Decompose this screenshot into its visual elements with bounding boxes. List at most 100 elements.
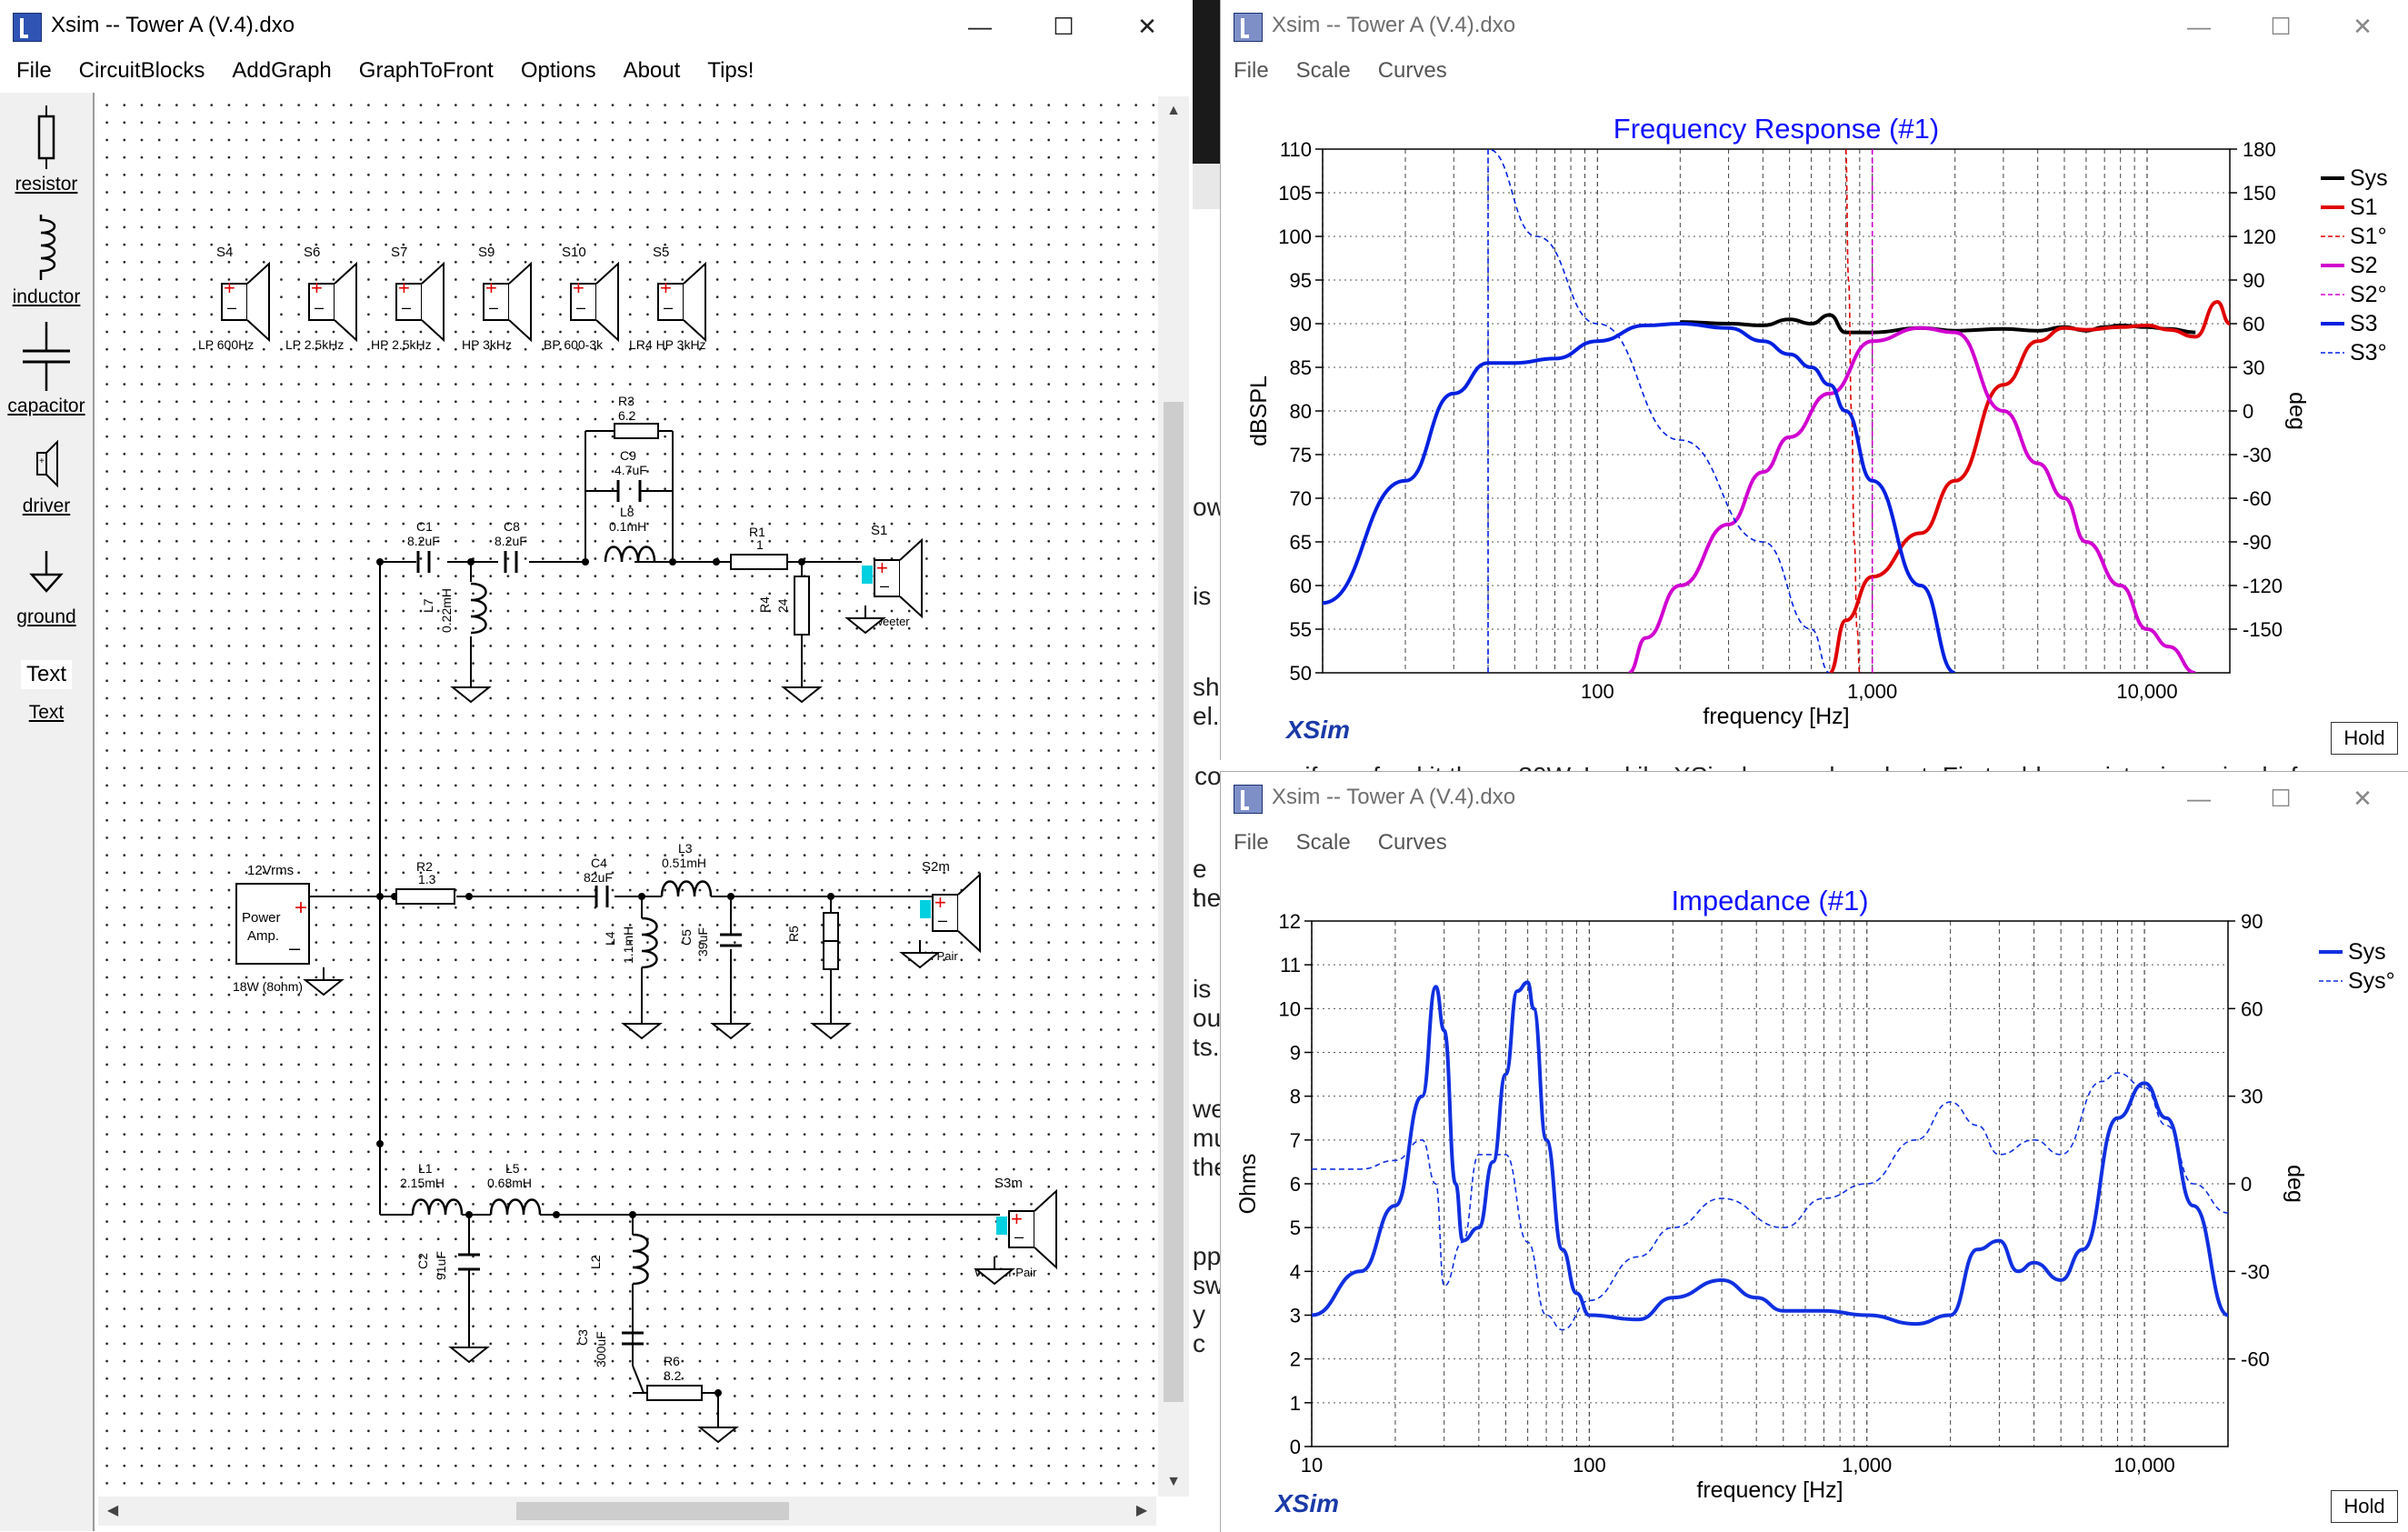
- maximize-icon[interactable]: ☐: [2270, 13, 2292, 40]
- scroll-up-icon[interactable]: ▲: [1166, 103, 1181, 118]
- menu-about[interactable]: About: [623, 58, 681, 83]
- minimize-icon[interactable]: —: [2187, 785, 2211, 812]
- wires: [309, 430, 1000, 1415]
- svg-text:+: +: [295, 896, 307, 920]
- xsim-app-icon[interactable]: [1234, 13, 1263, 42]
- maximize-icon[interactable]: ☐: [1053, 13, 1074, 40]
- hold-button[interactable]: Hold: [2331, 1490, 2398, 1523]
- scroll-left-icon[interactable]: ◀: [106, 1503, 119, 1518]
- menu-file[interactable]: File: [16, 58, 52, 83]
- minimize-icon[interactable]: —: [968, 13, 992, 40]
- chart-title: Impedance (#1): [1671, 885, 1868, 916]
- capacitor-c8[interactable]: C88.2uF: [495, 519, 527, 573]
- svg-text:R6: R6: [664, 1354, 680, 1368]
- inductor-l5[interactable]: L50.68mH: [487, 1161, 542, 1217]
- close-icon[interactable]: ✕: [2353, 785, 2373, 812]
- capacitor-c1[interactable]: C18.2uF: [407, 519, 440, 573]
- horizontal-scrollbar[interactable]: ◀ ▶: [98, 1497, 1156, 1526]
- svg-text:–: –: [1014, 1227, 1024, 1246]
- menu-curves[interactable]: Curves: [1377, 830, 1447, 855]
- tool-capacitor[interactable]: capacitor: [0, 322, 93, 417]
- menu-scale[interactable]: Scale: [1295, 830, 1351, 855]
- resistor-r5[interactable]: R5: [786, 912, 839, 970]
- close-icon[interactable]: ✕: [1137, 13, 1157, 40]
- menu-tips[interactable]: Tips!: [707, 58, 754, 83]
- legend-label: S3°: [2350, 340, 2387, 365]
- resistor-r1[interactable]: R11: [730, 525, 788, 570]
- driver-icon: +: [36, 439, 58, 488]
- inductor-l1[interactable]: L12.15mH: [400, 1161, 464, 1217]
- xsim-app-icon[interactable]: [1234, 785, 1263, 814]
- tool-driver[interactable]: + driver: [0, 436, 93, 517]
- bg-text: y c: [1193, 1300, 1205, 1357]
- menu-options[interactable]: Options: [520, 58, 596, 83]
- ground: [783, 674, 821, 703]
- scroll-thumb[interactable]: [1164, 402, 1184, 1402]
- scroll-thumb[interactable]: [516, 1502, 789, 1520]
- hold-button[interactable]: Hold: [2331, 722, 2398, 755]
- window-title: Xsim -- Tower A (V.4).dxo: [51, 13, 295, 37]
- title-bar[interactable]: Xsim -- Tower A (V.4).dxo — ☐ ✕: [1221, 772, 2408, 826]
- window-title: Xsim -- Tower A (V.4).dxo: [1272, 785, 1516, 809]
- bg-text: e t: [1193, 855, 1207, 912]
- tool-text[interactable]: Text Text: [0, 660, 93, 724]
- menu-graphtofront[interactable]: GraphToFront: [358, 58, 494, 83]
- menu-file[interactable]: File: [1234, 830, 1269, 855]
- x-tick-label: 10,000: [2113, 1454, 2174, 1477]
- svg-text:Amp.: Amp.: [247, 928, 279, 944]
- title-bar[interactable]: Xsim -- Tower A (V.4).dxo — ☐ ✕: [1221, 0, 2408, 55]
- xsim-app-icon[interactable]: [13, 13, 42, 42]
- menu-scale[interactable]: Scale: [1295, 58, 1351, 83]
- minimize-icon[interactable]: —: [2187, 13, 2211, 40]
- tool-ground[interactable]: ground: [0, 547, 93, 628]
- tool-resistor[interactable]: resistor: [0, 105, 93, 195]
- driver-s3m[interactable]: +–S3mWoofer Pair: [974, 1176, 1057, 1279]
- resistor-r6[interactable]: R68.2: [646, 1354, 703, 1401]
- title-bar[interactable]: Xsim -- Tower A (V.4).dxo — ☐ ✕: [0, 0, 1193, 55]
- inductor-l2[interactable]: L2: [588, 1233, 649, 1286]
- svg-text:–: –: [880, 576, 889, 595]
- menu-circuitblocks[interactable]: CircuitBlocks: [78, 58, 205, 83]
- tool-label: ground: [16, 606, 76, 627]
- svg-text:C3: C3: [575, 1329, 590, 1346]
- menu-curves[interactable]: Curves: [1377, 58, 1447, 83]
- maximize-icon[interactable]: ☐: [2270, 785, 2292, 812]
- capacitor-c9[interactable]: C94.7uF: [614, 448, 647, 502]
- scroll-right-icon[interactable]: ▶: [1135, 1503, 1148, 1518]
- inductor-l8[interactable]: L80.1mH: [604, 505, 656, 564]
- x-axis-label: frequency [Hz]: [1703, 704, 1849, 729]
- svg-text:C2: C2: [415, 1253, 430, 1269]
- resistor-r2[interactable]: R21.3: [395, 859, 455, 905]
- resistor-r3[interactable]: R36.2: [614, 394, 659, 439]
- scroll-down-icon[interactable]: ▼: [1166, 1474, 1181, 1489]
- y-tick-label: 110: [1280, 138, 1312, 161]
- tool-inductor[interactable]: inductor: [0, 213, 93, 308]
- series-line-7: [1487, 149, 1831, 673]
- menu-addgraph[interactable]: AddGraph: [232, 58, 332, 83]
- menu-file[interactable]: File: [1234, 58, 1269, 83]
- svg-text:+: +: [485, 276, 497, 299]
- inductor-icon: [39, 215, 56, 280]
- vertical-scrollbar[interactable]: ▲ ▼: [1158, 96, 1189, 1497]
- close-icon[interactable]: ✕: [2353, 13, 2373, 40]
- y-tick-label: 95: [1290, 269, 1312, 292]
- impedance-window: Xsim -- Tower A (V.4).dxo — ☐ ✕ File Scal…: [1220, 771, 2408, 1532]
- inductor-l3[interactable]: L30.51mH: [660, 841, 713, 898]
